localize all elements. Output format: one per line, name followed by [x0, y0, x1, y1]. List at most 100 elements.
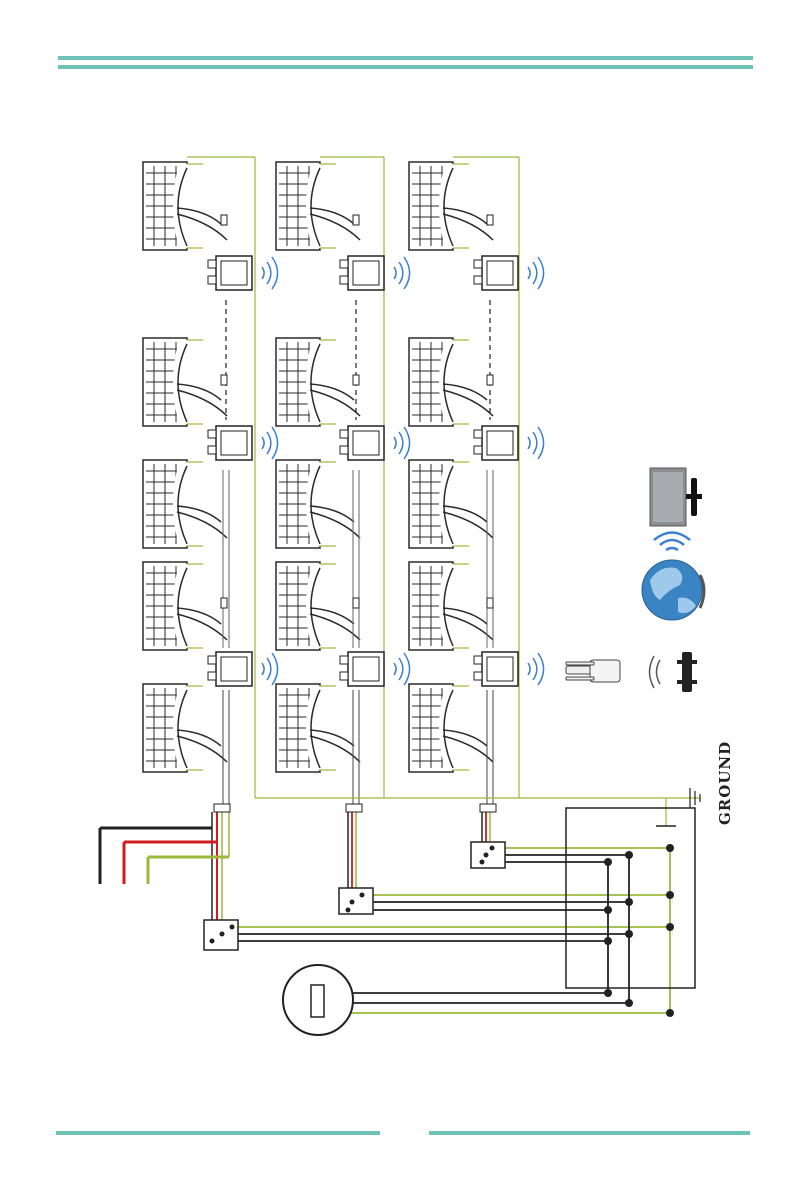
inverter-terminal [340, 430, 348, 438]
wireless-signal-icon [262, 257, 278, 289]
solar-panel-icon [143, 562, 227, 650]
inverter-terminal [474, 656, 482, 664]
junction-box [339, 888, 373, 914]
solar-panel-icon [276, 562, 360, 650]
inverter-face [221, 431, 247, 455]
signal-arc [538, 427, 544, 459]
microinverter-icon [340, 652, 384, 686]
terminal-dot [210, 939, 215, 944]
cable-connector [221, 375, 227, 385]
inverter-terminal [474, 446, 482, 454]
terminal-dot [625, 898, 633, 906]
inverter-terminal [208, 430, 216, 438]
cable-connector [487, 215, 493, 225]
wireless-signal-icon [528, 257, 544, 289]
cable-end-cap [214, 804, 230, 812]
solar-panel-icon [276, 338, 360, 426]
terminal-dot [360, 893, 365, 898]
signal-arc [394, 437, 396, 449]
signal-arc [262, 663, 264, 675]
gateway-icon [650, 652, 698, 692]
signal-arc [399, 658, 403, 680]
wireless-signal-icon [528, 427, 544, 459]
microinverter-icon [340, 256, 384, 290]
terminal-dot [604, 858, 612, 866]
signal-arc [538, 653, 544, 685]
ground-label: GROUND [716, 741, 734, 825]
terminal-dot [625, 999, 633, 1007]
inverter-terminal [208, 276, 216, 284]
cable-connector [487, 598, 493, 608]
signal-arc [262, 437, 264, 449]
solar-panel-icon [409, 684, 493, 772]
signal-arc [533, 658, 537, 680]
terminal-dot [480, 860, 485, 865]
cable-connector [353, 598, 359, 608]
inverter-terminal [340, 672, 348, 680]
terminal-dot [666, 1009, 674, 1017]
microinverter-icon [474, 256, 518, 290]
signal-arc [394, 267, 396, 279]
inverter-face [221, 657, 247, 681]
terminal-dot [490, 846, 495, 851]
inverter-face [487, 657, 513, 681]
signal-arc [528, 663, 530, 675]
wireless-signal-icon [394, 427, 410, 459]
terminal-dot [666, 923, 674, 931]
inverter-terminal [208, 656, 216, 664]
terminal-dot [625, 930, 633, 938]
signal-arc [267, 658, 271, 680]
signal-arc [272, 257, 278, 289]
solar-panel-icon [276, 162, 360, 250]
solar-panel-icon [409, 162, 493, 250]
panel-layer [143, 162, 493, 772]
signal-arc [404, 427, 410, 459]
microinverter-icon [340, 426, 384, 460]
wireless-signal-icon [528, 653, 544, 685]
terminal-dot [604, 906, 612, 914]
solar-panel-icon [409, 338, 493, 426]
inverter-face [353, 657, 379, 681]
signal-arc [404, 653, 410, 685]
inverter-terminal [474, 276, 482, 284]
signal-arc [267, 432, 271, 454]
cable-connector [221, 215, 227, 225]
signal-arc [538, 257, 544, 289]
distribution-box-icon [566, 808, 695, 988]
wireless-signal-icon [394, 653, 410, 685]
terminal-dot [484, 853, 489, 858]
terminal-dot [666, 844, 674, 852]
terminal-dot [220, 932, 225, 937]
terminal-dot [346, 908, 351, 913]
signal-arc [272, 427, 278, 459]
cable-connector [487, 375, 493, 385]
solar-panel-icon [409, 460, 493, 548]
signal-arc [267, 262, 271, 284]
microinverter-icon [474, 652, 518, 686]
signal-arc [528, 437, 530, 449]
signal-arc [533, 262, 537, 284]
inverter-face [487, 431, 513, 455]
inverter-face [221, 261, 247, 285]
terminal-dot [350, 900, 355, 905]
cable-connector [353, 215, 359, 225]
inverter-terminal [340, 276, 348, 284]
inverter-terminal [340, 656, 348, 664]
microinverter-icon [208, 426, 252, 460]
solar-panel-icon [409, 562, 493, 650]
solar-panel-icon [143, 684, 227, 772]
globe-icon [642, 560, 704, 620]
terminal-dot [625, 851, 633, 859]
cable-end-cap [346, 804, 362, 812]
inverter-face [353, 431, 379, 455]
inverter-terminal [474, 260, 482, 268]
signal-arc [404, 257, 410, 289]
signal-arc [272, 653, 278, 685]
wireless-signal-icon [262, 653, 278, 685]
inverter-terminal [208, 672, 216, 680]
wireless-signal-icon [394, 257, 410, 289]
terminal-dot [230, 925, 235, 930]
cable-connector [221, 598, 227, 608]
inverter-terminal [340, 260, 348, 268]
